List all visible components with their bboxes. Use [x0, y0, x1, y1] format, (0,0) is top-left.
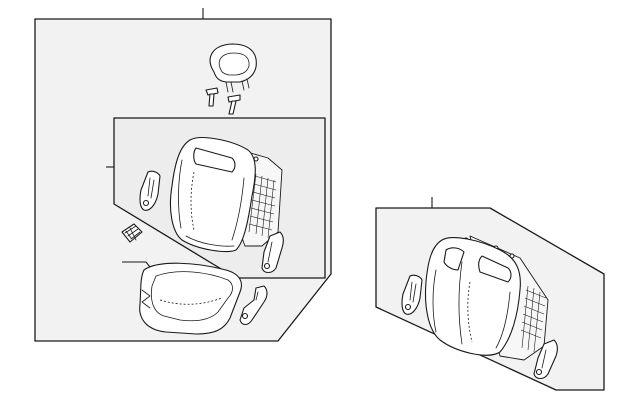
seat-cushion — [139, 262, 243, 335]
seatback-cushion — [169, 137, 256, 253]
recliner-cover — [401, 274, 423, 315]
seatback-cushion — [425, 237, 521, 356]
cushion-side-bracket — [239, 285, 268, 326]
hinge-bracket — [533, 339, 558, 380]
recliner-cover — [139, 170, 161, 211]
seatback-assembly-right — [375, 197, 605, 391]
headrest — [209, 43, 257, 93]
headrest-guide-pin — [205, 87, 219, 107]
seat-assembly-left — [34, 8, 332, 342]
trim-clip — [121, 223, 143, 243]
headrest-guide-pin — [227, 94, 241, 115]
hinge-bracket — [261, 231, 284, 274]
